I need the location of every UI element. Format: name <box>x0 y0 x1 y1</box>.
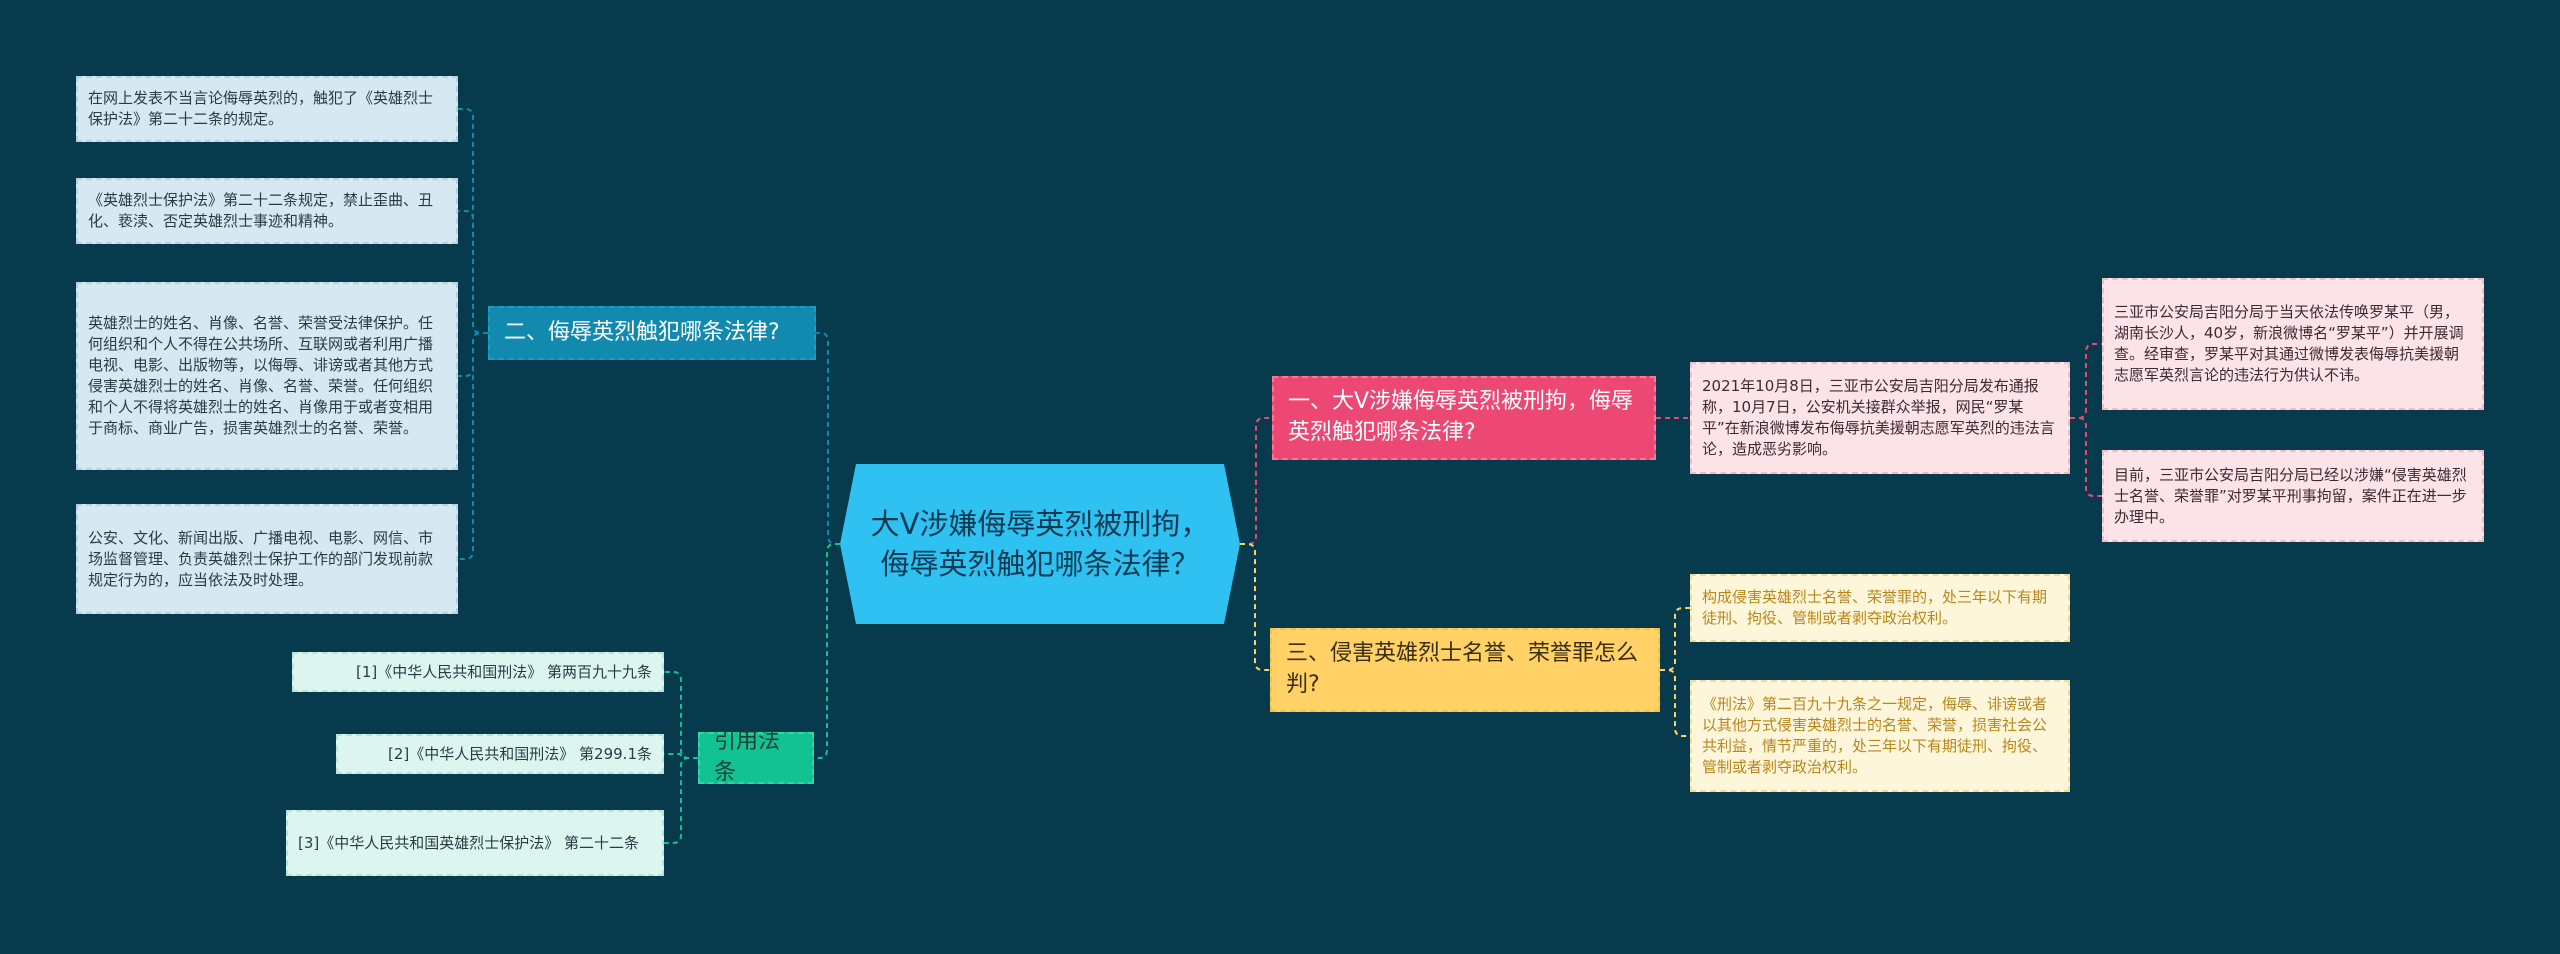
link-branch-1-leaf-1 <box>2070 343 2102 419</box>
link-branch-4-leaf-2 <box>664 753 698 759</box>
branch-2-leaf-1[interactable]: 在网上发表不当言论侮辱英烈的，触犯了《英雄烈士保护法》第二十二条的规定。 <box>76 76 458 142</box>
branch-4-topic[interactable]: 引用法条 <box>698 729 814 785</box>
branch-3-leaf-2[interactable]: 《刑法》第二百九十九条之一规定，侮辱、诽谤或者以其他方式侵害英雄烈士的名誉、荣誉… <box>1690 680 2070 792</box>
link-center-branch-4 <box>814 543 840 759</box>
branch-2-leaf-4[interactable]: 公安、文化、新闻出版、广播电视、电影、网信、市场监督管理、负责英雄烈士保护工作的… <box>76 504 458 614</box>
branch-4-leaf-3[interactable]: [3]《中华人民共和国英雄烈士保护法》 第二十二条 <box>286 810 664 876</box>
branch-2-leaf-2[interactable]: 《英雄烈士保护法》第二十二条规定，禁止歪曲、丑化、亵渎、否定英雄烈士事迹和精神。 <box>76 178 458 244</box>
central-topic-shape <box>840 464 1240 624</box>
link-branch-1-leaf-2 <box>2070 417 2102 497</box>
branch-3-topic[interactable]: 三、侵害英雄烈士名誉、荣誉罪怎么判? <box>1270 628 1660 712</box>
link-branch-2-leaf-4 <box>458 332 488 560</box>
link-center-branch-1 <box>1240 417 1272 545</box>
link-branch-3-leaf-1 <box>1660 607 1690 671</box>
link-center-branch-3 <box>1240 543 1270 671</box>
link-branch-4-leaf-3 <box>664 757 698 844</box>
branch-2-leaf-3[interactable]: 英雄烈士的姓名、肖像、名誉、荣誉受法律保护。任何组织和个人不得在公共场所、互联网… <box>76 282 458 470</box>
branch-4-leaf-2[interactable]: [2]《中华人民共和国刑法》 第299.1条 <box>336 734 664 774</box>
link-branch-3-leaf-2 <box>1660 669 1690 737</box>
link-branch-2-leaf-2 <box>458 210 488 334</box>
branch-3-leaf-1[interactable]: 构成侵害英雄烈士名誉、荣誉罪的，处三年以下有期徒刑、拘役、管制或者剥夺政治权利。 <box>1690 574 2070 642</box>
branch-1-leaf-1[interactable]: 三亚市公安局吉阳分局于当天依法传唤罗某平（男，湖南长沙人，40岁，新浪微博名“罗… <box>2102 278 2484 410</box>
branch-2-topic[interactable]: 二、侮辱英烈触犯哪条法律? <box>488 306 816 360</box>
link-center-branch-2 <box>816 332 840 545</box>
branch-1-topic[interactable]: 一、大V涉嫌侮辱英烈被刑拘，侮辱英烈触犯哪条法律? <box>1272 376 1656 460</box>
link-branch-4-leaf-1 <box>664 671 698 759</box>
branch-1-detail-node[interactable]: 2021年10月8日，三亚市公安局吉阳分局发布通报称，10月7日，公安机关接群众… <box>1690 362 2070 474</box>
central-topic-text: 大V涉嫌侮辱英烈被刑拘，侮辱英烈触犯哪条法律？ <box>870 506 1210 581</box>
central-topic-node[interactable]: 大V涉嫌侮辱英烈被刑拘，侮辱英烈触犯哪条法律？ <box>840 464 1240 624</box>
link-branch-2-leaf-1 <box>458 108 488 334</box>
branch-4-leaf-1[interactable]: [1]《中华人民共和国刑法》 第两百九十九条 <box>292 652 664 692</box>
branch-1-leaf-2[interactable]: 目前，三亚市公安局吉阳分局已经以涉嫌“侵害英雄烈士名誉、荣誉罪”对罗某平刑事拘留… <box>2102 450 2484 542</box>
link-branch-2-leaf-3 <box>458 332 488 377</box>
